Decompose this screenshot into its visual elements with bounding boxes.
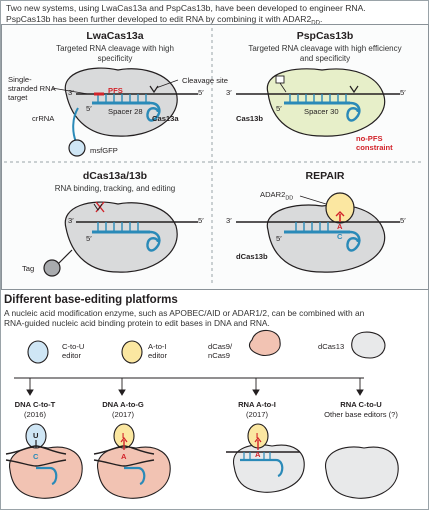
component-label-atoi: A-to-I editor — [148, 342, 167, 360]
dcas13-crrna-five: 5′ — [86, 234, 92, 243]
lwa-reporter-label: msfGFP — [90, 146, 118, 155]
intro-line-2: PspCas13b has been further developed to … — [6, 14, 323, 27]
repair-five-prime: 5′ — [400, 216, 406, 225]
lwa-spacer-label: Spacer 28 — [108, 107, 143, 116]
component-label-ctou: C-to-U editor — [62, 342, 85, 360]
repair-title: REPAIR — [305, 170, 345, 182]
psp-subtitle: Targeted RNA cleavage with high efficien… — [248, 44, 402, 63]
repair-crrna-five: 5′ — [276, 234, 282, 243]
intro-text: Two new systems, using LwaCas13a and Psp… — [6, 3, 366, 30]
dna-ctot-complex — [5, 423, 83, 499]
lwa-ss-rna-label: Single-stranded RNA target — [8, 75, 56, 102]
adar-domain — [325, 192, 355, 224]
dcas13-title: dCas13a/13b — [82, 170, 148, 182]
rna-atoi-complex — [226, 423, 305, 493]
outcome-year-dna-ctot: (2016) — [24, 410, 46, 419]
lwa-subtitle: Targeted RNA cleavage with high specific… — [56, 44, 174, 63]
outcome-top-dna-ctot: U — [33, 431, 39, 440]
dcas13-icon — [351, 331, 386, 359]
lwa-title: LwaCas13a — [86, 30, 144, 42]
dna-atog-complex — [93, 423, 171, 499]
outcome-title-dna-atog: DNA A-to-G — [102, 400, 144, 409]
dcas13-tag-label: Tag — [22, 264, 35, 273]
psp-three-prime: 3′ — [226, 88, 232, 97]
outcome-year-dna-atog: (2017) — [112, 410, 134, 419]
outcome-title-rna-ctou: RNA C-to-U — [340, 400, 382, 409]
psp-spacer-label: Spacer 30 — [304, 107, 339, 116]
ctou-editor-icon — [27, 340, 49, 364]
rna-ctou-complex — [325, 446, 399, 499]
dcas9-icon — [248, 329, 281, 357]
platforms-title: Different base-editing platforms — [4, 294, 178, 306]
repair-adar-label: ADAR2DD — [260, 190, 294, 202]
outcome-note-rna-ctou: Other base editors (?) — [324, 410, 398, 419]
repair-three-prime: 3′ — [226, 216, 232, 225]
atoi-editor-icon — [121, 340, 143, 364]
outcome-title-rna-atoi: RNA A-to-I — [238, 400, 276, 409]
lwa-pfs-label: PFS — [108, 86, 123, 95]
lwa-cleavage-label: Cleavage site — [182, 76, 229, 85]
lwa-protein-label: Cas13a — [152, 114, 179, 123]
repair-protein-label: dCas13b — [236, 252, 268, 261]
psp-five-prime: 5′ — [400, 88, 406, 97]
outcome-bottom-dna-atog: A — [121, 452, 127, 461]
outcome-top-dna-atog: I — [122, 431, 125, 440]
lwa-five-prime: 5′ — [198, 88, 204, 97]
outcome-title-dna-ctot: DNA C-to-T — [14, 400, 56, 409]
outcome-top-rna-atoi: I — [256, 431, 259, 440]
repair-base-a: A — [337, 222, 343, 231]
psp-no-pfs-label: no-PFS constraint — [356, 134, 393, 152]
psp-protein-label: Cas13b — [236, 114, 264, 123]
outcome-bottom-dna-ctot: C — [33, 452, 39, 461]
dcas13-three-prime: 3′ — [68, 216, 74, 225]
repair-base-c: C — [337, 232, 343, 241]
component-label-dcas13: dCas13 — [318, 342, 345, 351]
lwa-crrna-five: 5′ — [86, 104, 92, 113]
outcome-year-rna-atoi: (2017) — [246, 410, 268, 419]
outcome-bottom-rna-atoi: A — [255, 450, 261, 459]
psp-title: PspCas13b — [296, 30, 354, 42]
psp-crrna-five: 5′ — [276, 104, 282, 113]
intro-line-1: Two new systems, using LwaCas13a and Psp… — [6, 3, 366, 13]
lwa-crrna-label: crRNA — [32, 114, 55, 123]
component-label-dcas9: dCas9/ nCas9 — [208, 342, 233, 360]
lwa-three-prime: 3′ — [68, 88, 74, 97]
msfgfp-reporter — [68, 139, 86, 157]
dcas13-five-prime: 5′ — [198, 216, 204, 225]
platforms-description: A nucleic acid modification enzyme, such… — [4, 308, 365, 329]
dcas13-subtitle: RNA binding, tracking, and editing — [54, 184, 176, 193]
